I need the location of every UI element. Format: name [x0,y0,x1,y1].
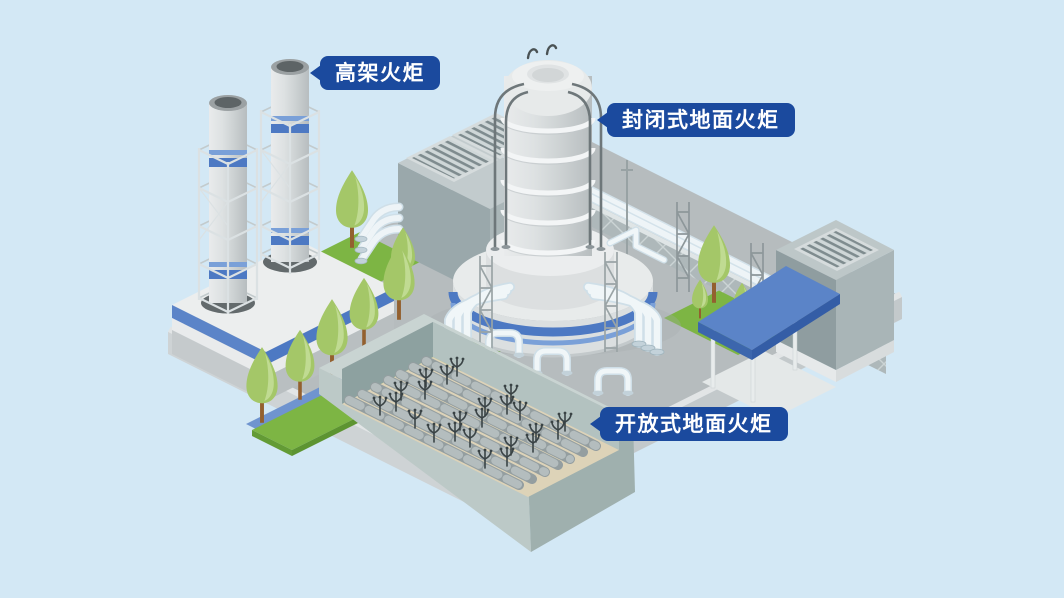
callout-tail-icon [590,416,601,432]
callout-open-ground-flare-text: 开放式地面火炬 [615,413,773,436]
callout-enclosed-ground-flare-text: 封闭式地面火炬 [622,109,780,132]
base-lattice-masts [479,252,618,356]
flare-stack-right [259,59,321,274]
riser-pipes [490,82,606,251]
vent-marks [526,44,558,60]
canopy-shelter [698,266,840,418]
roof-louver-vent [794,228,879,271]
arch-pipes [483,226,668,396]
callout-tail-icon [310,65,321,81]
feed-pipes [441,282,665,356]
callout-open-ground-flare: 开放式地面火炬 [590,407,788,441]
flare-stack-left [197,95,259,314]
callout-tail-icon [597,112,608,128]
callout-enclosed-ground-flare: 封闭式地面火炬 [597,103,795,137]
callout-elevated-flare: 高架火炬 [310,56,440,90]
open-ground-flare-pit [319,314,635,552]
equipment-building-right [776,220,894,382]
building-pipes [354,202,404,265]
callout-elevated-flare-text: 高架火炬 [335,62,425,85]
enclosed-ground-flare [425,44,681,396]
